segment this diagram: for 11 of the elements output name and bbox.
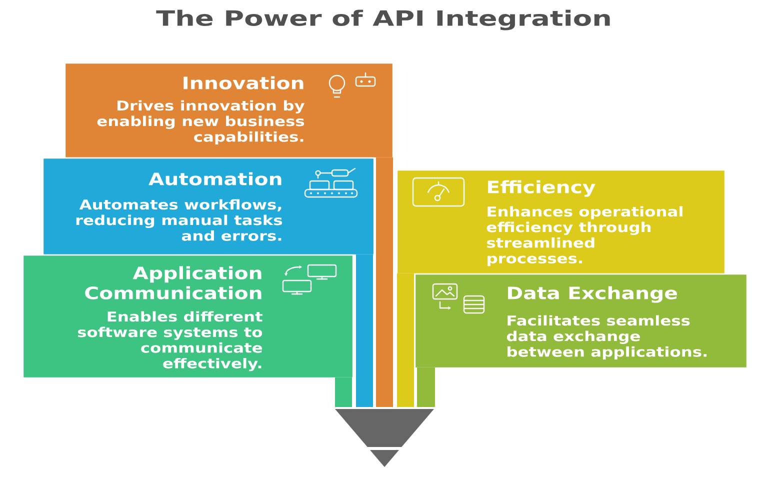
description: Automates workflows, reducing manual tasks and errors. <box>76 199 282 241</box>
title: The Power of API Integration <box>156 10 610 30</box>
heading: Efficiency <box>488 180 596 197</box>
heading: Automation <box>148 172 282 186</box>
description: Enables different software systems to communicate effectively. <box>78 311 262 372</box>
description: Enhances operational efficiency through streamlined processes. <box>486 206 682 266</box>
description: Facilitates seamless data exchange between applications. <box>506 315 707 360</box>
description: Drives innovation by enabling new business capabilities. <box>97 100 305 144</box>
heading: Data Exchange <box>508 286 677 303</box>
heading: Application Communication <box>85 266 262 300</box>
heading: Innovation <box>184 76 304 90</box>
